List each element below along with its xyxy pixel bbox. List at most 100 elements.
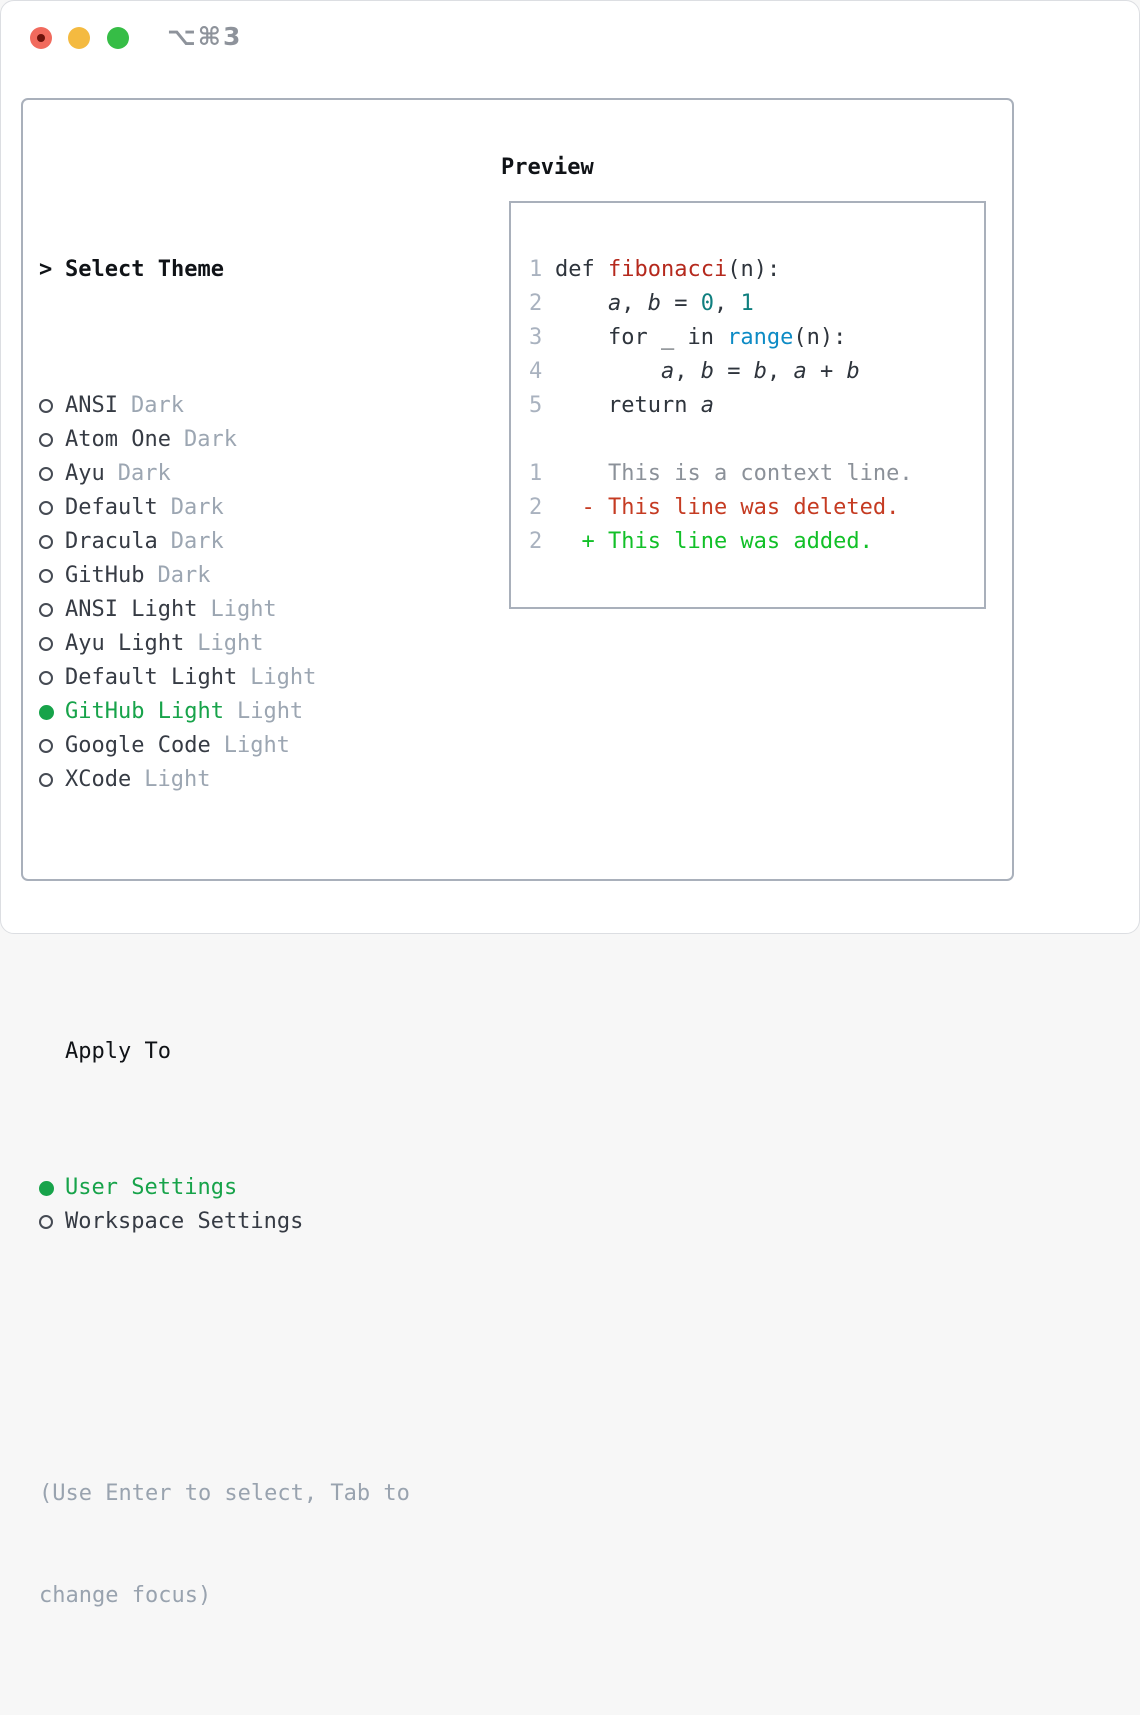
preview-line: 4 a, b = b, a + b [529,355,984,389]
code-token: , [674,359,701,384]
code-token: b [648,291,661,316]
close-button[interactable] [30,27,52,49]
section-gap [39,1341,410,1375]
theme-option-ansi[interactable]: ANSI Dark [39,389,410,423]
code-token [555,291,608,316]
radio-selected-icon [39,705,65,720]
preview-line: 5 return a [529,389,984,423]
code-token: a [701,393,714,418]
radio-unselected-icon [39,501,65,515]
theme-variant-badge: Dark [171,491,224,525]
code-token: (n): [727,257,780,282]
radio-unselected-icon [39,739,65,753]
code-token: = [661,291,701,316]
code-token: , [714,291,741,316]
radio-selected-icon [39,1181,65,1196]
theme-name: ANSI [65,389,118,423]
code-token [555,359,661,384]
radio-unselected-icon [39,467,65,481]
focus-prompt-marker: > [39,253,65,287]
line-number: 4 [529,355,555,389]
help-text-line-2: change focus) [39,1579,410,1613]
theme-variant-badge: Dark [157,559,210,593]
theme-option-github[interactable]: GitHub Dark [39,559,410,593]
theme-option-default-light[interactable]: Default Light Light [39,661,410,695]
theme-name: Google Code [65,729,211,763]
code-token: + [807,359,847,384]
minimize-button[interactable] [68,27,90,49]
code-token: a [608,291,621,316]
code-token: a [793,359,806,384]
line-number: 3 [529,321,555,355]
code-token: (n): [793,325,846,350]
code-token: , [767,359,794,384]
theme-name: Ayu Light [65,627,184,661]
radio-unselected-icon [39,1215,65,1229]
theme-name: Default Light [65,661,237,695]
preview-line: 1 This is a context line. [529,457,984,491]
window-title: ⌥⌘3 [167,22,242,51]
theme-name: Default [65,491,158,525]
code-token: for _ in [555,325,727,350]
code-token: def [555,257,608,282]
theme-name: Ayu [65,457,105,491]
code-token: b [846,359,859,384]
preview-line: 2 + This line was added. [529,525,984,559]
code-token: 1 [740,291,753,316]
code-token: b [754,359,767,384]
radio-unselected-icon [39,637,65,651]
theme-variant-badge: Light [237,695,303,729]
theme-option-ansi-light[interactable]: ANSI Light Light [39,593,410,627]
theme-option-github-light[interactable]: GitHub Light Light [39,695,410,729]
apply-option-label: User Settings [65,1171,237,1205]
theme-name: ANSI Light [65,593,197,627]
code-token: return [555,393,701,418]
code-token: b [701,359,714,384]
radio-unselected-icon [39,433,65,447]
code-token: - This line was deleted. [555,495,899,520]
theme-name: GitHub [65,559,144,593]
radio-unselected-icon [39,399,65,413]
preview-blank-line [529,423,984,457]
line-number: 5 [529,389,555,423]
zoom-button[interactable] [107,27,129,49]
apply-option-user-settings[interactable]: User Settings [39,1171,410,1205]
help-text-line-1: (Use Enter to select, Tab to [39,1477,410,1511]
radio-unselected-icon [39,535,65,549]
theme-name: GitHub Light [65,695,224,729]
desktop: { "window": { "title": "⌥⌘3" }, "colors"… [0,0,1140,934]
code-token: , [621,291,648,316]
theme-variant-badge: Light [210,593,276,627]
code-token: a [661,359,674,384]
select-theme-title: Select Theme [65,253,224,287]
line-number: 2 [529,287,555,321]
line-number: 2 [529,491,555,525]
radio-unselected-icon [39,603,65,617]
theme-variant-badge: Light [250,661,316,695]
apply-option-workspace-settings[interactable]: Workspace Settings [39,1205,410,1239]
code-token: + This line was added. [555,529,873,554]
code-token: This is a context line. [555,461,913,486]
radio-unselected-icon [39,773,65,787]
theme-variant-badge: Dark [171,525,224,559]
theme-variant-badge: Dark [131,389,184,423]
preview-line: 2 - This line was deleted. [529,491,984,525]
code-token: = [714,359,754,384]
theme-option-default[interactable]: Default Dark [39,491,410,525]
line-number: 1 [529,253,555,287]
preview-line: 2 a, b = 0, 1 [529,287,984,321]
theme-name: Atom One [65,423,171,457]
